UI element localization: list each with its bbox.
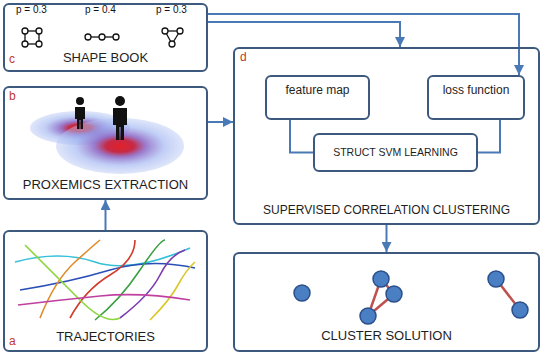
connector-arrow (208, 22, 400, 47)
box-label: feature map (285, 84, 349, 98)
box-label: CLUSTER SOLUTION (321, 329, 452, 344)
trajectory-lines (15, 240, 195, 320)
box-label: loss function (443, 84, 510, 98)
probability-label: p = 0.3 (16, 4, 47, 15)
panel-box: SUPERVISED CORRELATION CLUSTERING feature… (233, 47, 540, 225)
connector-arrow (208, 121, 233, 123)
box-label: STRUCT SVM LEARNING (333, 146, 458, 158)
box-label: SHAPE BOOK (63, 51, 148, 66)
person-icon (113, 96, 127, 140)
box-label: PROXEMICS EXTRACTION (23, 178, 188, 193)
box-label: SUPERVISED CORRELATION CLUSTERING (263, 204, 510, 218)
panel-box: CLUSTER SOLUTION (233, 252, 540, 352)
panel-letter: b (9, 90, 16, 103)
process-box: feature map (265, 75, 370, 120)
person-icon (75, 97, 85, 129)
process-box: loss function (427, 75, 525, 120)
connector-line (478, 120, 500, 153)
shape-square (22, 28, 42, 47)
process-box: STRUCT SVM LEARNING (313, 133, 478, 172)
connector-arrow (105, 200, 107, 230)
panel-box: PROXEMICS EXTRACTION (3, 86, 208, 200)
shape-chain (85, 34, 119, 40)
probability-label: p = 0.3 (156, 4, 187, 15)
probability-label: p = 0.4 (85, 4, 116, 15)
panel-box: TRAJECTORIES (3, 230, 208, 352)
panel-letter: d (240, 51, 247, 64)
connector-arrow (386, 225, 388, 252)
panel-letter: c (9, 53, 15, 66)
connector-arrow (208, 14, 519, 75)
panel-letter: a (9, 335, 16, 348)
shape-triangle (162, 28, 183, 47)
box-label: TRAJECTORIES (56, 330, 155, 345)
connector-line (290, 120, 313, 153)
cluster-points (294, 271, 528, 324)
